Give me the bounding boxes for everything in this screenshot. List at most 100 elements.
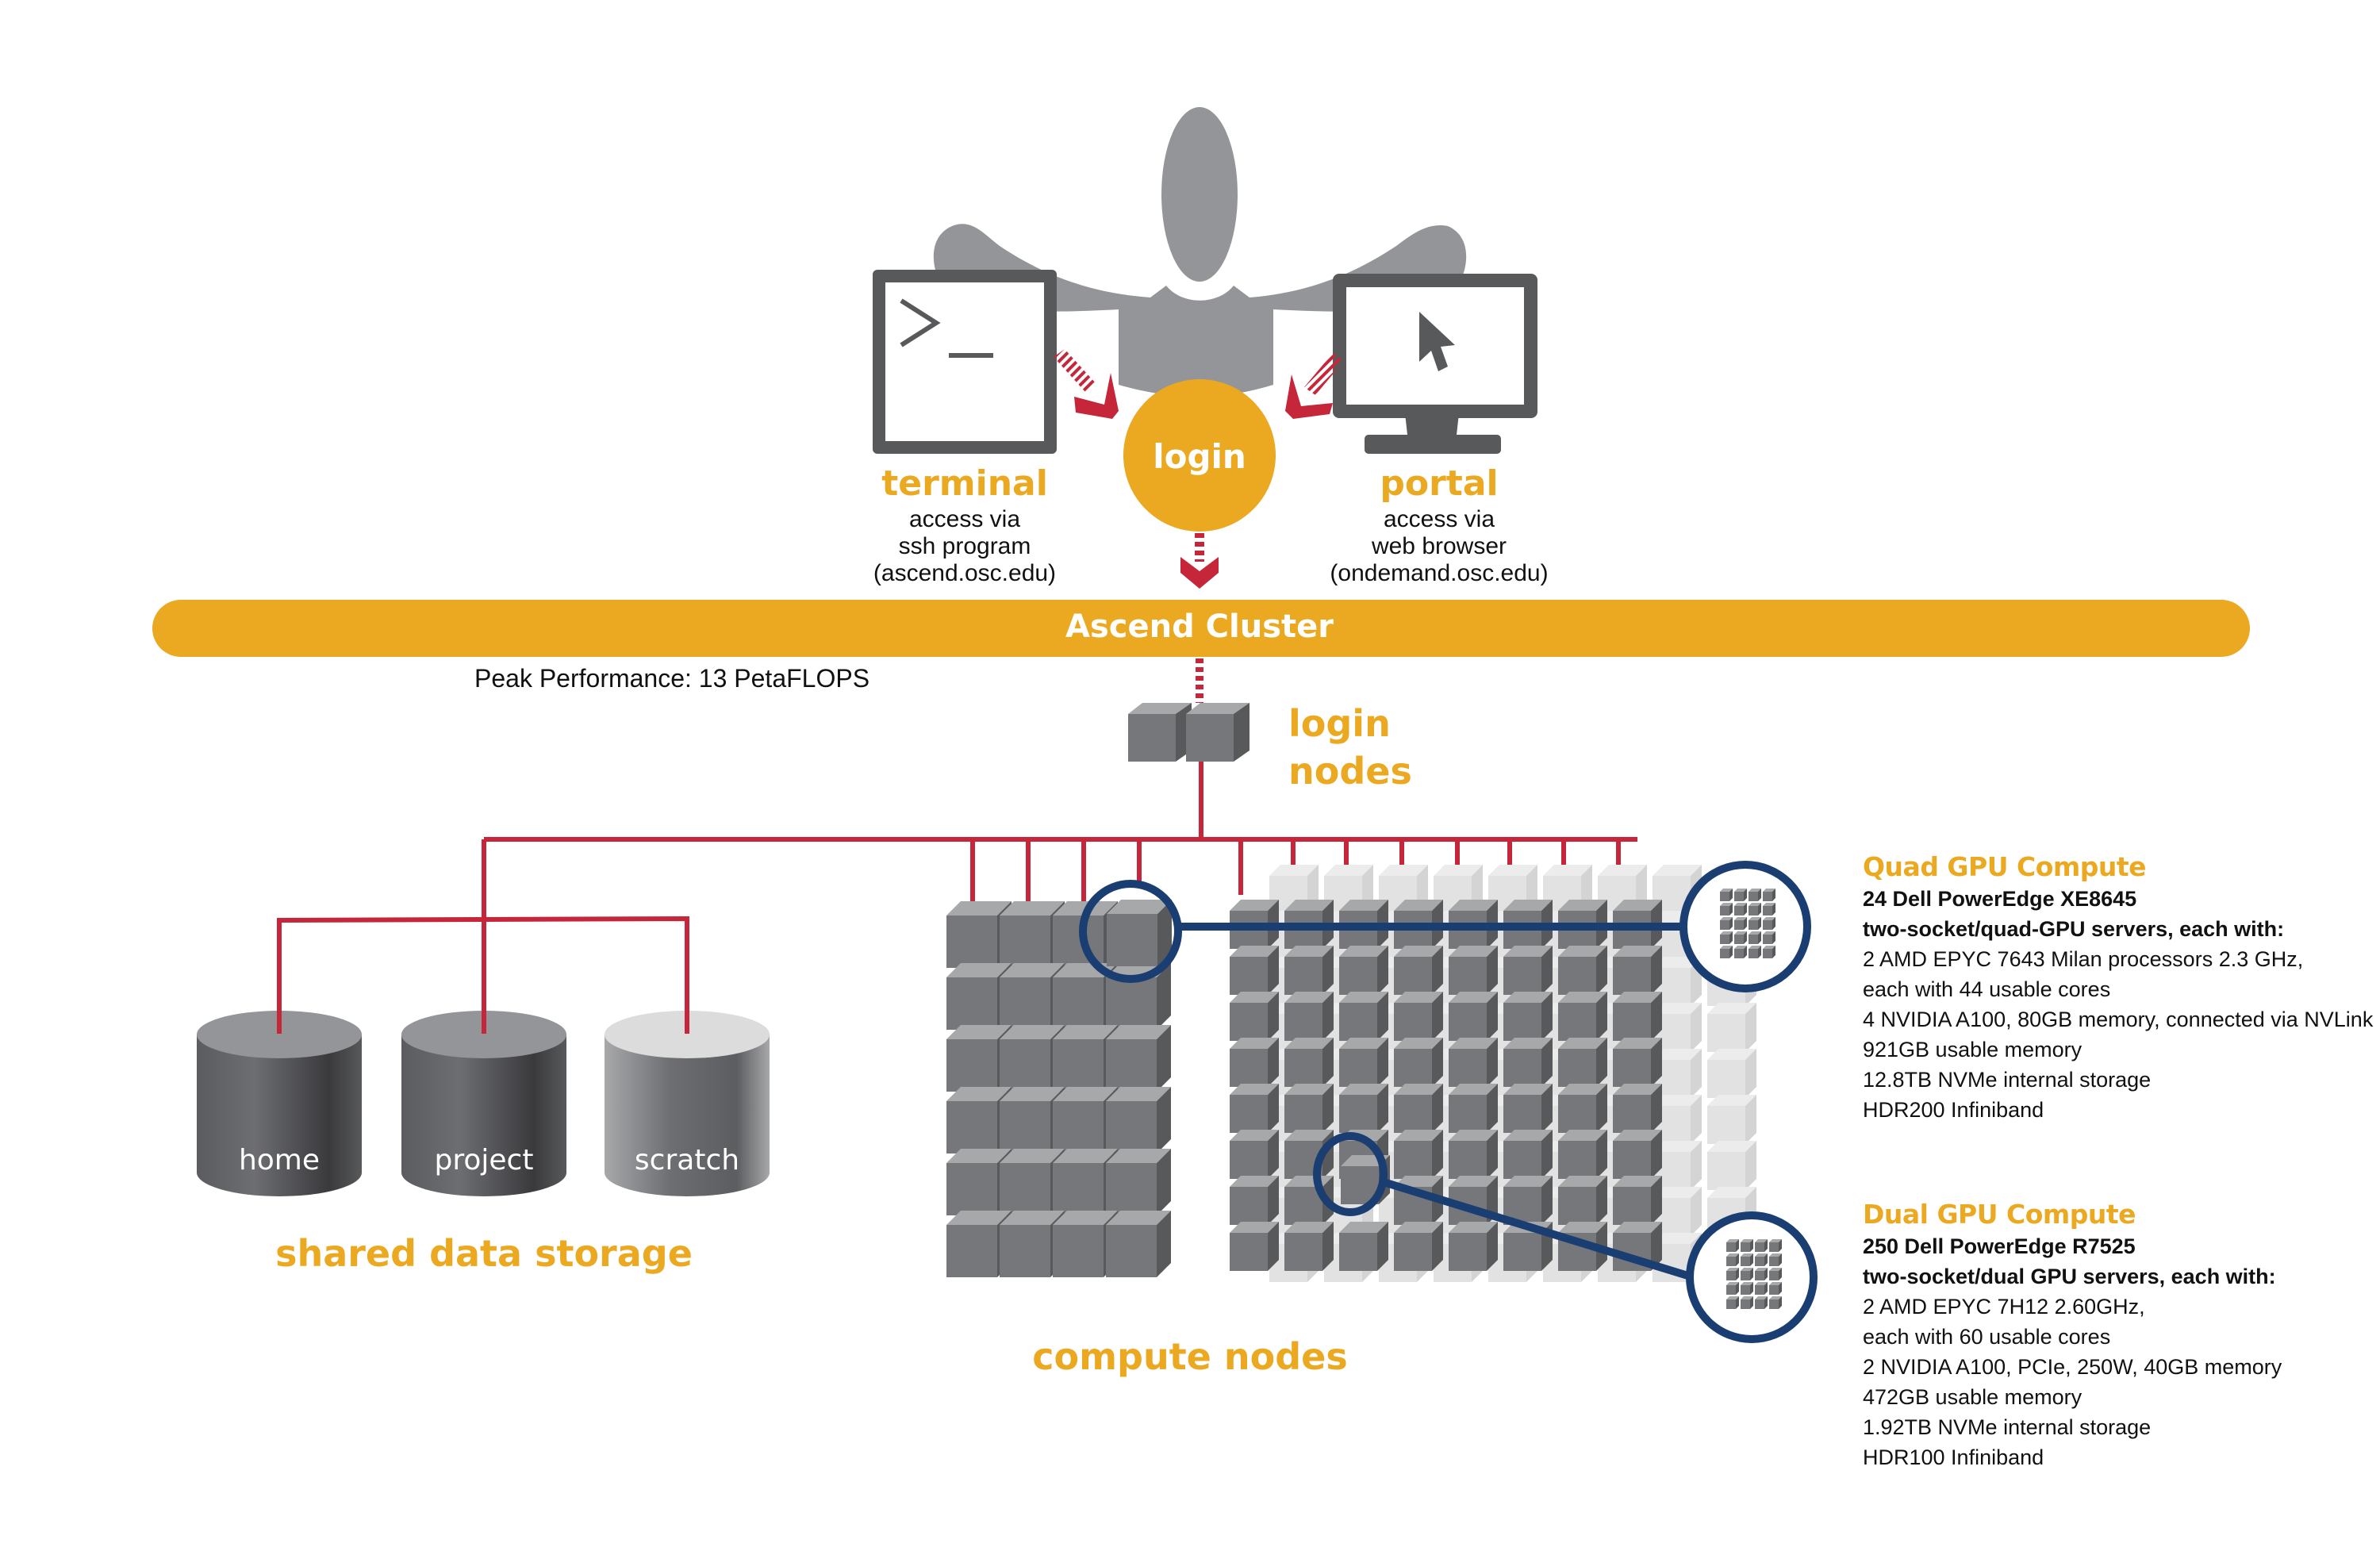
dual-gpu-node xyxy=(1284,1038,1334,1087)
terminal-host[interactable]: (ascend.osc.edu) xyxy=(873,560,1056,586)
desktop-monitor-icon[interactable] xyxy=(1333,274,1537,454)
dual-gpu-config: two-socket/dual GPU servers, each with: xyxy=(1863,1265,2276,1288)
dual-gpu-node xyxy=(1230,992,1279,1041)
dual-gpu-node xyxy=(1230,946,1279,995)
mini-node xyxy=(1749,889,1761,901)
mini-node xyxy=(1769,1268,1782,1280)
quad-gpu-config: two-socket/quad-GPU servers, each with: xyxy=(1863,917,2285,941)
terminal-line-2: ssh program xyxy=(899,533,1031,559)
mini-node xyxy=(1755,1268,1768,1280)
dual-gpu-spec-line: 2 NVIDIA A100, PCIe, 250W, 40GB memory xyxy=(1863,1355,2282,1379)
dual-gpu-node xyxy=(1558,1084,1607,1133)
dual-gpu-node xyxy=(1449,1038,1498,1087)
mini-node xyxy=(1755,1253,1768,1266)
dual-gpu-node xyxy=(1503,1130,1553,1179)
mini-node xyxy=(1726,1239,1739,1252)
mini-node xyxy=(1763,931,1775,944)
quad-gpu-node xyxy=(1106,1087,1171,1154)
dual-gpu-node xyxy=(1284,1084,1334,1133)
storage-drive-project[interactable]: project xyxy=(401,920,566,1196)
dual-gpu-node xyxy=(1230,1130,1279,1179)
login-circle[interactable]: login xyxy=(1123,379,1276,532)
person-icon xyxy=(933,107,1467,397)
terminal-to-login-arrow xyxy=(1054,349,1119,419)
dual-gpu-node xyxy=(1394,946,1443,995)
mini-node xyxy=(1769,1282,1782,1295)
quad-gpu-model: 24 Dell PowerEdge XE8645 xyxy=(1863,887,2137,911)
mini-node xyxy=(1769,1239,1782,1252)
dual-gpu-node xyxy=(1230,1038,1279,1087)
dual-gpu-node xyxy=(1558,1176,1607,1225)
mini-node xyxy=(1720,903,1733,916)
dual-gpu-node xyxy=(1558,1038,1607,1087)
dual-gpu-node xyxy=(1503,1038,1553,1087)
mini-node xyxy=(1749,931,1761,944)
portal-host[interactable]: (ondemand.osc.edu) xyxy=(1330,560,1548,586)
login-to-cluster-arrow xyxy=(1180,533,1219,589)
quad-gpu-spec-line: 4 NVIDIA A100, 80GB memory, connected vi… xyxy=(1863,1008,2374,1031)
mini-node xyxy=(1769,1253,1782,1266)
quad-gpu-title: Quad GPU Compute xyxy=(1863,851,2147,882)
cluster-name: Ascend Cluster xyxy=(1065,608,1334,645)
dual-gpu-node xyxy=(1613,1130,1662,1179)
storage-label: shared data storage xyxy=(275,1232,693,1275)
dual-gpu-node xyxy=(1284,992,1334,1041)
dual-gpu-node xyxy=(1449,1130,1498,1179)
quad-gpu-spec-line: 921GB usable memory xyxy=(1863,1038,2082,1061)
login-nodes-icon xyxy=(1128,703,1250,762)
mini-node xyxy=(1763,903,1775,916)
mini-node xyxy=(1726,1282,1739,1295)
quad-gpu-spec-panel: Quad GPU Compute 24 Dell PowerEdge XE864… xyxy=(1863,850,2373,1125)
dual-gpu-node xyxy=(1394,1130,1443,1179)
dual-gpu-node xyxy=(1449,946,1498,995)
dual-gpu-node xyxy=(1558,946,1607,995)
dual-gpu-node xyxy=(1613,992,1662,1041)
dual-gpu-node-back xyxy=(1707,1141,1756,1190)
cursor-icon xyxy=(1419,312,1455,371)
mini-node xyxy=(1763,889,1775,901)
storage-drive-home[interactable]: home xyxy=(197,920,362,1196)
terminal-line-1: access via xyxy=(909,506,1020,532)
mini-node xyxy=(1755,1239,1768,1252)
compute-nodes-label: compute nodes xyxy=(1032,1335,1348,1378)
dual-gpu-node xyxy=(1394,1038,1443,1087)
portal-line-1: access via xyxy=(1384,506,1495,532)
mini-node xyxy=(1734,931,1747,944)
dual-gpu-spec-line: 472GB usable memory xyxy=(1863,1385,2082,1409)
dual-gpu-node xyxy=(1394,1222,1443,1271)
mini-node xyxy=(1726,1296,1739,1309)
drive-label-home: home xyxy=(239,1144,320,1177)
dual-gpu-spec-line: HDR100 Infiniband xyxy=(1863,1445,2044,1469)
mini-node xyxy=(1734,889,1747,901)
quad-gpu-spec-line: each with 44 usable cores xyxy=(1863,977,2111,1001)
dual-gpu-node xyxy=(1449,1084,1498,1133)
quad-gpu-spec-line: HDR200 Infiniband xyxy=(1863,1098,2044,1122)
mini-node xyxy=(1734,917,1747,930)
mini-node xyxy=(1720,931,1733,944)
terminal-monitor-icon[interactable] xyxy=(873,270,1057,454)
quad-gpu-node xyxy=(1106,1149,1171,1215)
dual-gpu-node xyxy=(1394,1084,1443,1133)
login-nodes-label-1: login xyxy=(1288,702,1391,745)
mini-node xyxy=(1734,903,1747,916)
mini-node xyxy=(1763,917,1775,930)
dual-gpu-node xyxy=(1339,1084,1388,1133)
portal-line-2: web browser xyxy=(1371,533,1507,559)
dual-gpu-node xyxy=(1449,992,1498,1041)
mini-node xyxy=(1763,946,1775,958)
drive-label-scratch: scratch xyxy=(635,1144,739,1177)
dual-gpu-node xyxy=(1339,992,1388,1041)
dual-gpu-node xyxy=(1613,1176,1662,1225)
peak-performance: Peak Performance: 13 PetaFLOPS xyxy=(474,664,869,693)
terminal-title: terminal xyxy=(881,463,1048,504)
dual-gpu-node xyxy=(1503,946,1553,995)
dual-gpu-node xyxy=(1613,1038,1662,1087)
dual-gpu-spec-line: 1.92TB NVMe internal storage xyxy=(1863,1415,2152,1439)
mini-node xyxy=(1741,1268,1753,1280)
mini-node xyxy=(1726,1268,1739,1280)
dual-gpu-node-back xyxy=(1707,1095,1756,1144)
storage-drive-scratch[interactable]: scratch xyxy=(605,919,770,1196)
dual-gpu-callout xyxy=(1313,1132,1818,1343)
dual-gpu-node xyxy=(1339,1222,1388,1271)
mini-node xyxy=(1720,917,1733,930)
